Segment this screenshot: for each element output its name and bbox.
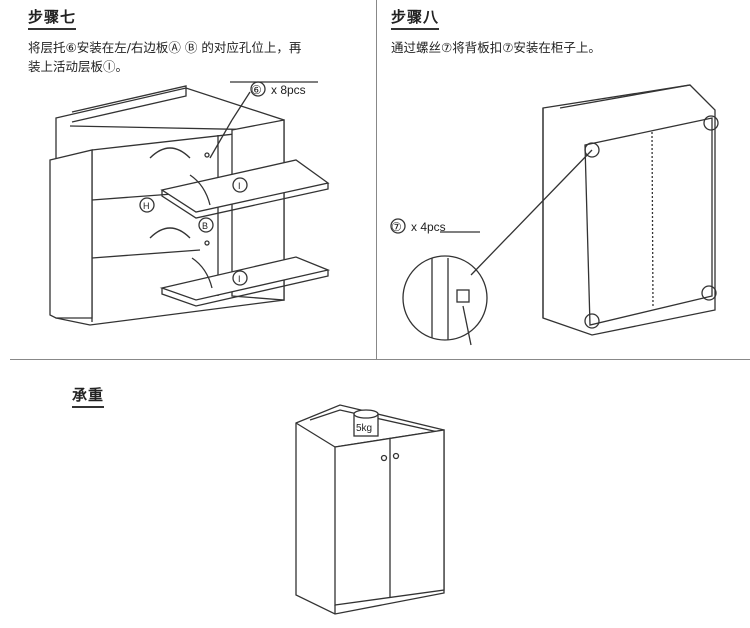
vertical-divider [376, 0, 377, 360]
step7-callout-part: ⑥ [251, 83, 262, 97]
label-i-upper: I [238, 181, 241, 191]
label-b: B [202, 221, 208, 231]
step8-description: 通过螺丝⑦将背板扣⑦安装在柜子上。 [391, 40, 601, 55]
load-title: 承重 [72, 384, 105, 408]
step8-callout-qty: x 4pcs [411, 220, 446, 234]
label-h: H [143, 201, 150, 211]
step7-callout-qty: x 8pcs [271, 83, 306, 97]
horizontal-divider [10, 359, 750, 360]
step7-description-line2: 装上活动层板Ⓘ。 [28, 59, 129, 74]
step8-title: 步骤八 [391, 6, 440, 30]
load-weight-label: 5kg [356, 423, 372, 434]
step7-description-line1: 将层托⑥安装在左/右边板Ⓐ Ⓑ 的对应孔位上，再 [28, 40, 302, 55]
step8-callout-part: ⑦ [391, 220, 402, 234]
step7-title: 步骤七 [28, 6, 77, 30]
label-i-lower: I [238, 274, 241, 284]
